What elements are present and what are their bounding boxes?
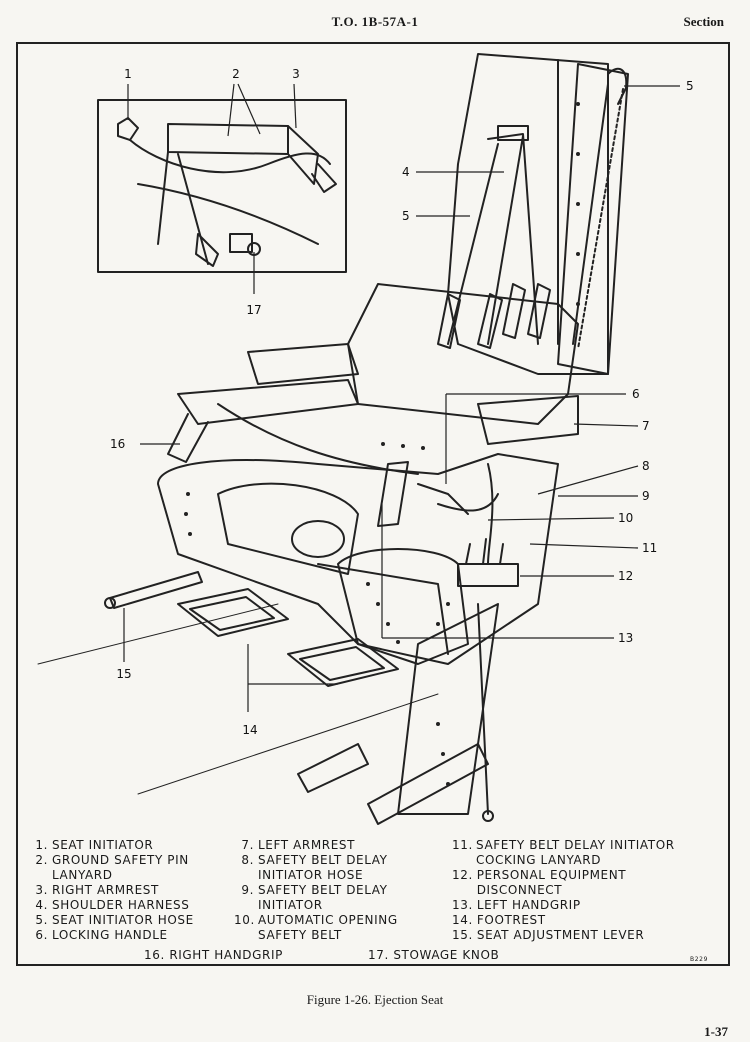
legend-item: 6.LOCKING HANDLE <box>35 928 168 942</box>
callout-12: 12 <box>618 569 633 583</box>
callout-4: 4 <box>402 165 410 179</box>
legend-item: 3.RIGHT ARMREST <box>35 883 159 897</box>
figure-caption: Figure 1-26. Ejection Seat <box>306 992 444 1007</box>
legend-item: 2.GROUND SAFETY PIN LANYARD <box>35 853 189 882</box>
legend-item: 7.LEFT ARMREST <box>241 838 356 852</box>
callout-11: 11 <box>642 541 657 555</box>
callout-16: 16 <box>110 437 125 451</box>
ejection-seat-illustration: 1 2 3 17 5 4 5 6 7 8 9 10 11 12 13 14 15… <box>37 53 694 825</box>
legend-column-1: 1.SEAT INITIATOR 2.GROUND SAFETY PIN LAN… <box>28 838 238 943</box>
legend-item: 1.SEAT INITIATOR <box>35 838 154 852</box>
callout-14: 14 <box>242 723 257 737</box>
callout-17: 17 <box>246 303 261 317</box>
callout-13: 13 <box>618 631 633 645</box>
callout-7: 7 <box>642 419 650 433</box>
section-label: Section <box>683 14 724 29</box>
legend-item: 17. STOWAGE KNOB <box>368 948 500 962</box>
legend-item: 14.FOOTREST <box>452 913 546 927</box>
figure-frame <box>16 42 730 966</box>
footrest <box>177 588 289 637</box>
callout-5b: 5 <box>402 209 410 223</box>
legend-item: 12.PERSONAL EQUIPMENT DISCONNECT <box>452 868 627 897</box>
legend-column-2: 7.LEFT ARMREST 8.SAFETY BELT DELAY INITI… <box>234 838 448 943</box>
shoulder-harness <box>447 133 539 345</box>
callout-15: 15 <box>116 667 131 681</box>
document-id: T.O. 1B-57A-1 <box>331 14 419 29</box>
callout-5a: 5 <box>686 79 694 93</box>
figure-legend: 1.SEAT INITIATOR 2.GROUND SAFETY PIN LAN… <box>28 838 718 963</box>
callout-8: 8 <box>642 459 650 473</box>
legend-item: 9.SAFETY BELT DELAY INITIATOR <box>241 883 388 912</box>
legend-item: 8.SAFETY BELT DELAY INITIATOR HOSE <box>241 853 388 882</box>
callout-10: 10 <box>618 511 633 525</box>
callout-3: 3 <box>292 67 300 81</box>
legend-column-3: 11.SAFETY BELT DELAY INITIATOR COCKING L… <box>452 838 714 943</box>
legend-item: 13.LEFT HANDGRIP <box>452 898 581 912</box>
callout-1: 1 <box>124 67 132 81</box>
inset-detail-box <box>97 99 347 273</box>
legend-item: 11.SAFETY BELT DELAY INITIATOR COCKING L… <box>452 838 675 867</box>
seat-adjustment-lever <box>109 571 203 609</box>
legend-item: 4.SHOULDER HARNESS <box>35 898 190 912</box>
callout-6: 6 <box>632 387 640 401</box>
legend-item: 10.AUTOMATIC OPENING SAFETY BELT <box>234 913 398 942</box>
page-number: 1-37 <box>704 1024 728 1039</box>
left-handgrip <box>377 461 409 527</box>
legend-item: 5.SEAT INITIATOR HOSE <box>35 913 194 927</box>
seat-backrest <box>447 53 609 375</box>
callout-2: 2 <box>232 67 240 81</box>
legend-item: 16. RIGHT HANDGRIP <box>144 948 283 962</box>
art-number: B229 <box>690 956 708 963</box>
seat-pan <box>157 453 559 665</box>
callout-9: 9 <box>642 489 650 503</box>
legend-item: 15.SEAT ADJUSTMENT LEVER <box>452 928 645 942</box>
